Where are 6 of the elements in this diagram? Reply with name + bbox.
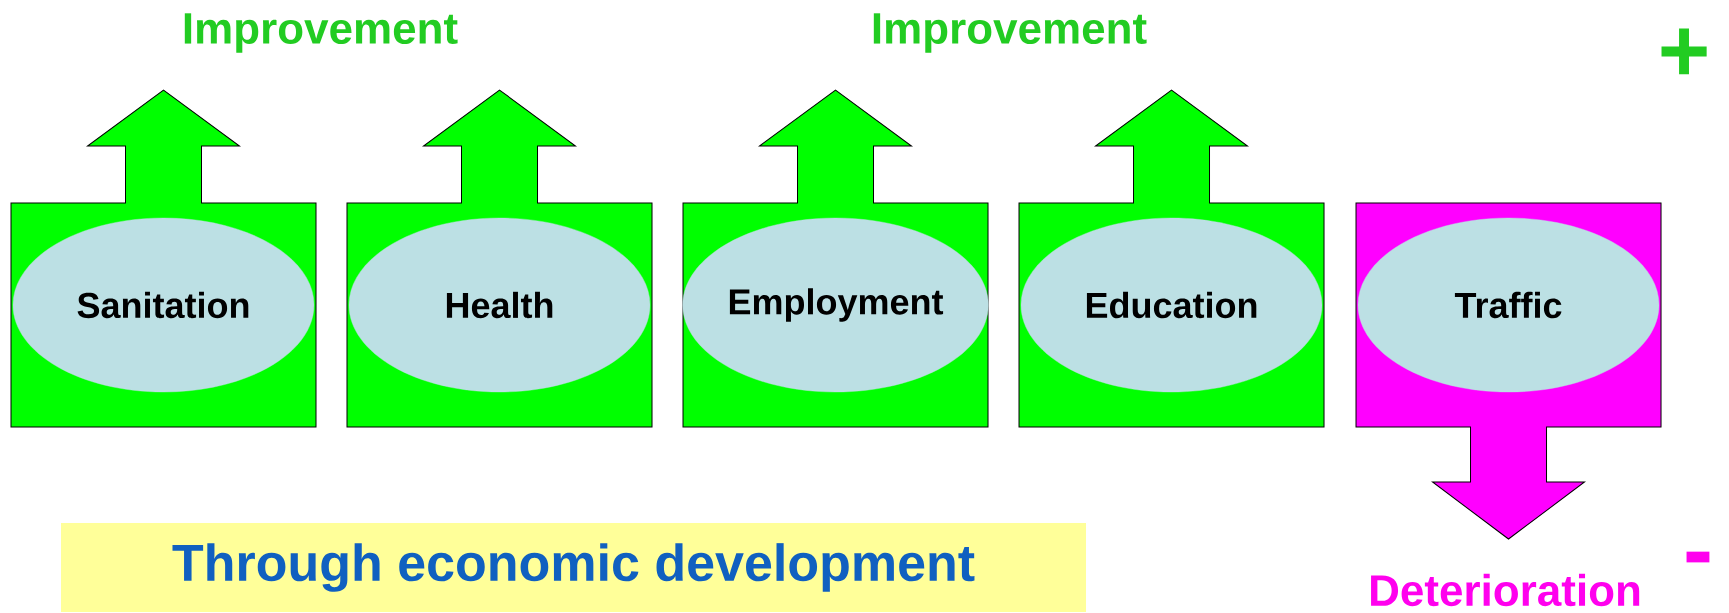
heading: Deterioration — [1371, 573, 1640, 607]
heading: Improvement — [873, 13, 1147, 53]
plus-sign: + — [1661, 28, 1707, 75]
minus-sign: - — [1686, 551, 1710, 563]
banner: Through economic development — [61, 523, 1086, 612]
heading: Improvement — [184, 13, 458, 53]
